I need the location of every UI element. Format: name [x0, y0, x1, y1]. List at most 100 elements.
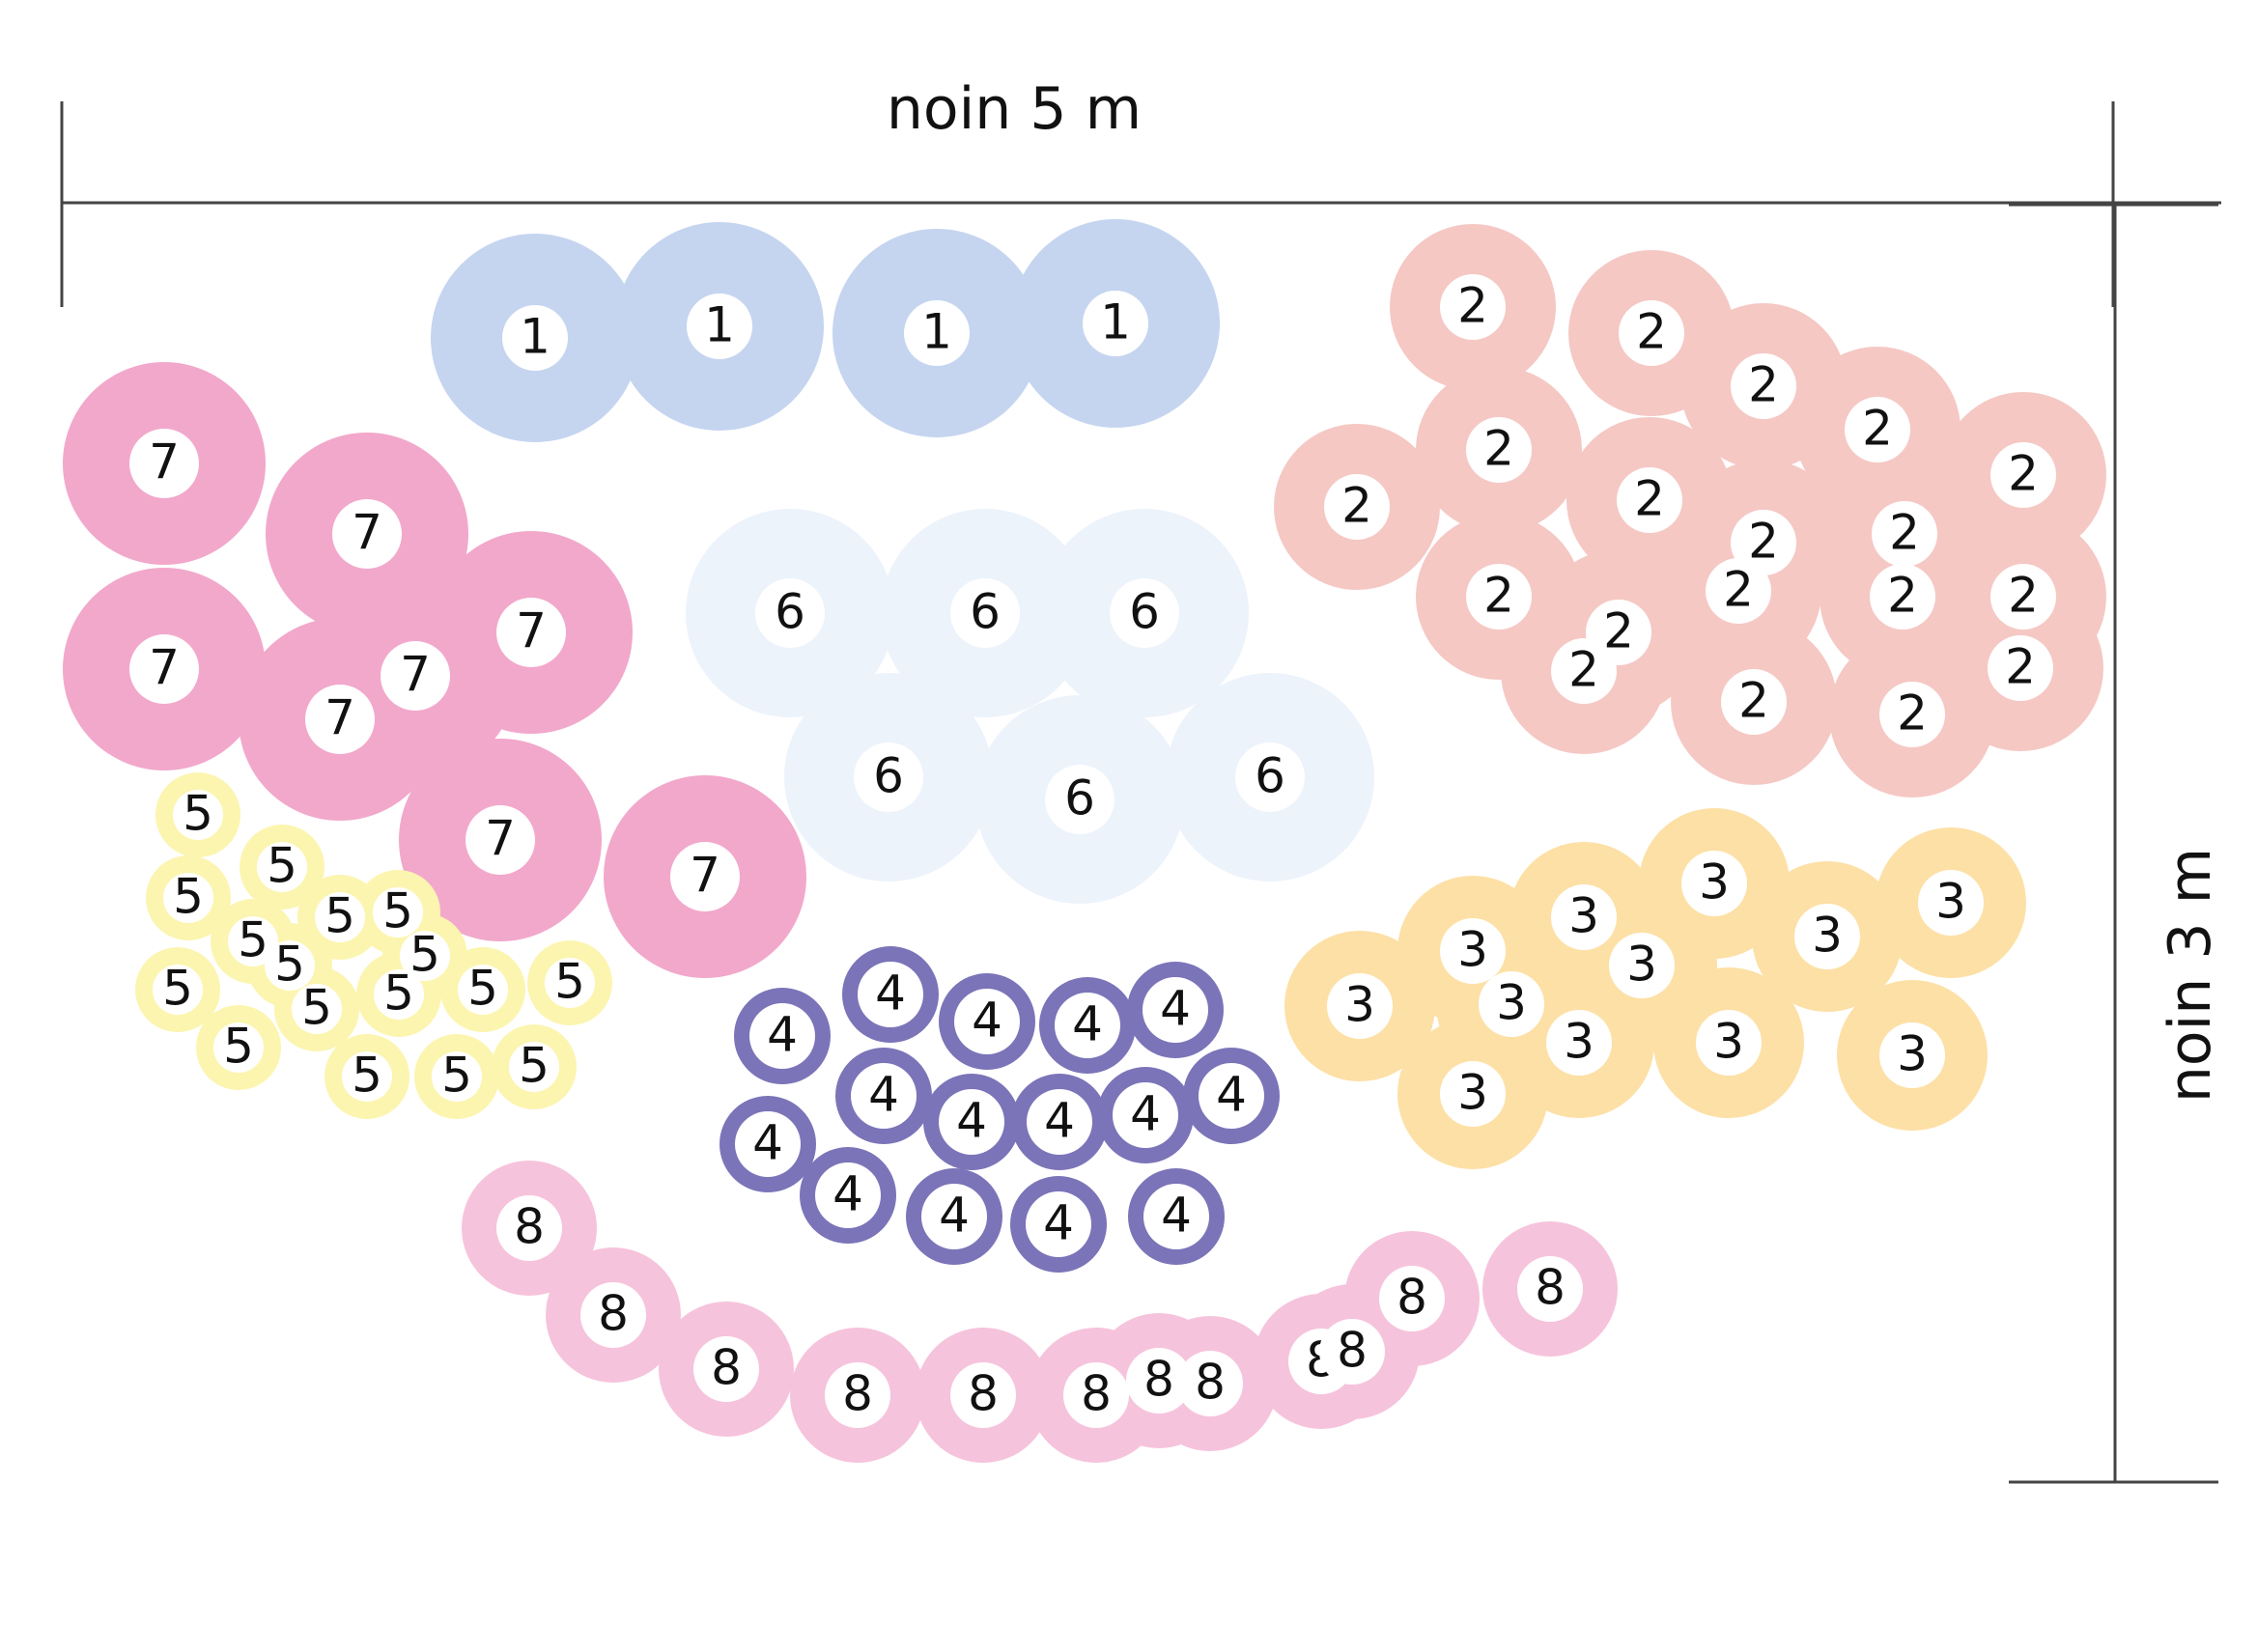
plant-center — [1619, 300, 1684, 366]
plant-number-label: 4 — [1043, 1195, 1074, 1251]
plant-center — [466, 805, 535, 875]
plant-center — [265, 940, 315, 991]
plant-number-label: 7 — [149, 434, 180, 490]
plant-number-label: 6 — [1129, 584, 1160, 640]
plant-number-label: 4 — [875, 966, 906, 1022]
plant-number-label: 3 — [1897, 1026, 1928, 1082]
plant-center — [1324, 474, 1390, 540]
plant-number-label: 6 — [775, 584, 805, 640]
plant-center — [1466, 564, 1532, 630]
plant-number-label: 8 — [1081, 1366, 1112, 1422]
plant-center — [257, 842, 307, 892]
plant-number-label: 2 — [1887, 568, 1918, 624]
plant-center — [173, 790, 223, 840]
plant-center — [921, 1184, 987, 1249]
plant-number-label: 4 — [939, 1188, 970, 1244]
plant-number-label: 1 — [520, 309, 550, 365]
plant-number-label: 5 — [223, 1019, 254, 1075]
plant-center — [815, 1162, 881, 1228]
plant-number-label: 6 — [970, 584, 1001, 640]
plant-center — [1083, 291, 1148, 356]
plant-center — [432, 1051, 482, 1102]
plant-number-label: 8 — [842, 1366, 873, 1422]
plant-number-label: 3 — [1564, 1014, 1594, 1070]
plant-center — [1872, 501, 1937, 567]
plant-center — [1177, 1351, 1243, 1416]
plant-number-label: 7 — [485, 811, 516, 867]
plant-number-label: 7 — [324, 690, 355, 746]
plant-center — [1879, 682, 1945, 747]
plant-center — [1126, 1348, 1192, 1414]
plant-center — [1731, 510, 1796, 575]
plant-number-label: 8 — [1337, 1323, 1368, 1379]
plant-number-label: 7 — [149, 640, 180, 696]
plant-number-label: 4 — [1160, 981, 1191, 1037]
plant-number-label: 5 — [382, 883, 413, 939]
width-dimension-label: noin 5 m — [886, 75, 1143, 143]
dimension-lines — [60, 101, 2221, 1484]
plant-number-label: 6 — [1064, 770, 1095, 826]
plant-number-label: 2 — [1862, 401, 1893, 457]
plant-number-label: 8 — [598, 1286, 629, 1342]
plant-center — [1551, 638, 1617, 704]
plant-center — [502, 305, 568, 371]
plant-number-label: 2 — [2005, 639, 2036, 695]
plant-number-label: 4 — [752, 1115, 783, 1171]
plant-number-label: 1 — [704, 297, 735, 353]
plant-center — [1696, 1010, 1762, 1076]
plant-center — [153, 965, 203, 1015]
plant-number-label: 5 — [441, 1048, 472, 1104]
plant-center — [1379, 1266, 1445, 1331]
plant-center — [1990, 564, 2056, 630]
plant-number-label: 8 — [1535, 1260, 1566, 1316]
plant-center — [332, 499, 402, 569]
plant-number-label: 2 — [1723, 562, 1754, 618]
plant-number-label: 4 — [868, 1067, 899, 1123]
plant-number-label: 3 — [1457, 922, 1488, 978]
plant-number-label: 2 — [1568, 642, 1599, 698]
plant-number-label: 2 — [1897, 686, 1928, 742]
plant-center — [163, 873, 213, 923]
plant-center — [1870, 564, 1935, 630]
plant-center — [1319, 1319, 1385, 1385]
plant-number-label: 5 — [519, 1038, 550, 1094]
plant-center — [755, 578, 825, 648]
plant-center — [129, 634, 199, 704]
plant-number-label: 7 — [690, 848, 720, 904]
plant-center — [851, 1063, 917, 1129]
plant-number-label: 2 — [1889, 505, 1920, 561]
plant-center — [1235, 742, 1305, 812]
plant-center — [458, 965, 508, 1015]
plant-number-label: 5 — [183, 786, 213, 842]
plant-center — [1879, 1022, 1945, 1088]
plant-number-label: 4 — [956, 1093, 987, 1149]
plant-number-label: 4 — [767, 1007, 798, 1063]
plant-center — [580, 1282, 646, 1348]
plant-center — [904, 300, 970, 366]
plant-number-label: 8 — [1397, 1270, 1427, 1326]
plant-center — [1027, 1089, 1092, 1155]
plant-center — [735, 1111, 801, 1177]
plant-number-label: 2 — [2008, 568, 2039, 624]
plant-number-label: 5 — [173, 869, 204, 925]
plant-center — [374, 969, 424, 1020]
plant-center — [1706, 558, 1771, 624]
plant-center — [1918, 870, 1984, 936]
plant-center — [858, 962, 923, 1027]
plant-center — [1199, 1063, 1264, 1129]
plant-center — [950, 578, 1020, 648]
plant-number-label: 3 — [1344, 977, 1375, 1033]
plant-center — [1440, 1061, 1506, 1127]
plant-number-label: 4 — [1130, 1086, 1161, 1142]
plant-number-label: 5 — [238, 912, 268, 968]
plant-center — [1721, 669, 1787, 735]
plant-number-label: 5 — [554, 954, 585, 1010]
plant-center — [1681, 851, 1747, 916]
plant-center — [693, 1336, 759, 1402]
plant-number-label: 8 — [514, 1199, 545, 1255]
